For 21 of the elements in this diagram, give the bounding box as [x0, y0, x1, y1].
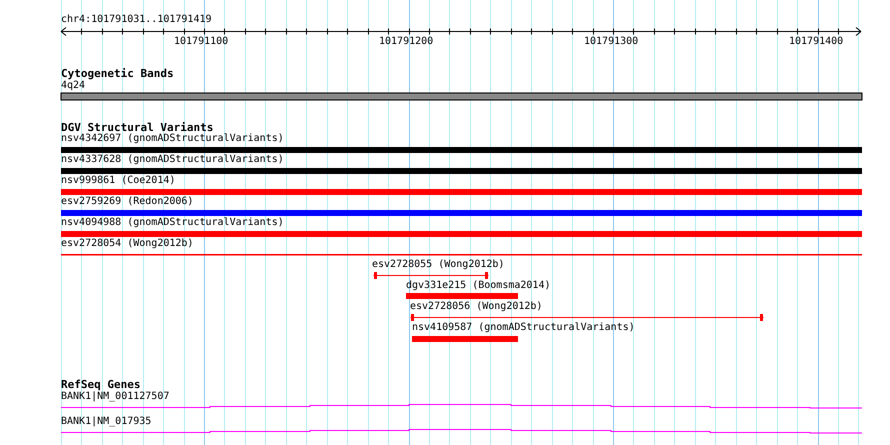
feature-label: nsv4337628 (gnomADStructuralVariants)	[61, 154, 284, 165]
feature-label: nsv999861 (Coe2014)	[61, 175, 176, 186]
feature-label: 4q24	[61, 80, 86, 91]
feature-label: nsv4109587 (gnomADStructuralVariants)	[412, 322, 635, 333]
feature-label: nsv4094988 (gnomADStructuralVariants)	[61, 217, 284, 228]
track-heading: DGV Structural Variants	[61, 122, 214, 133]
tick-label: 101791400	[789, 36, 844, 47]
tick-label: 101791100	[174, 36, 228, 47]
feature-label: BANK1|NM_017935	[61, 416, 152, 427]
coordinate-range: chr4:101791031..101791419	[61, 14, 212, 25]
tick-label: 101791300	[584, 36, 638, 47]
feature-label: BANK1|NM_001127507	[61, 391, 170, 402]
feature-label: esv2759269 (Redon2006)	[61, 196, 194, 207]
feature-label: esv2728056 (Wong2012b)	[410, 301, 542, 312]
feature-label: nsv4342697 (gnomADStructuralVariants)	[61, 133, 284, 144]
feature-label: esv2728054 (Wong2012b)	[61, 238, 194, 249]
feature-label: dgv331e215 (Boomsma2014)	[406, 280, 550, 291]
track-heading: RefSeq Genes	[61, 379, 140, 390]
track-heading: Cytogenetic Bands	[61, 68, 174, 79]
tick-label: 101791200	[379, 36, 434, 47]
feature-label: esv2728055 (Wong2012b)	[372, 259, 504, 270]
